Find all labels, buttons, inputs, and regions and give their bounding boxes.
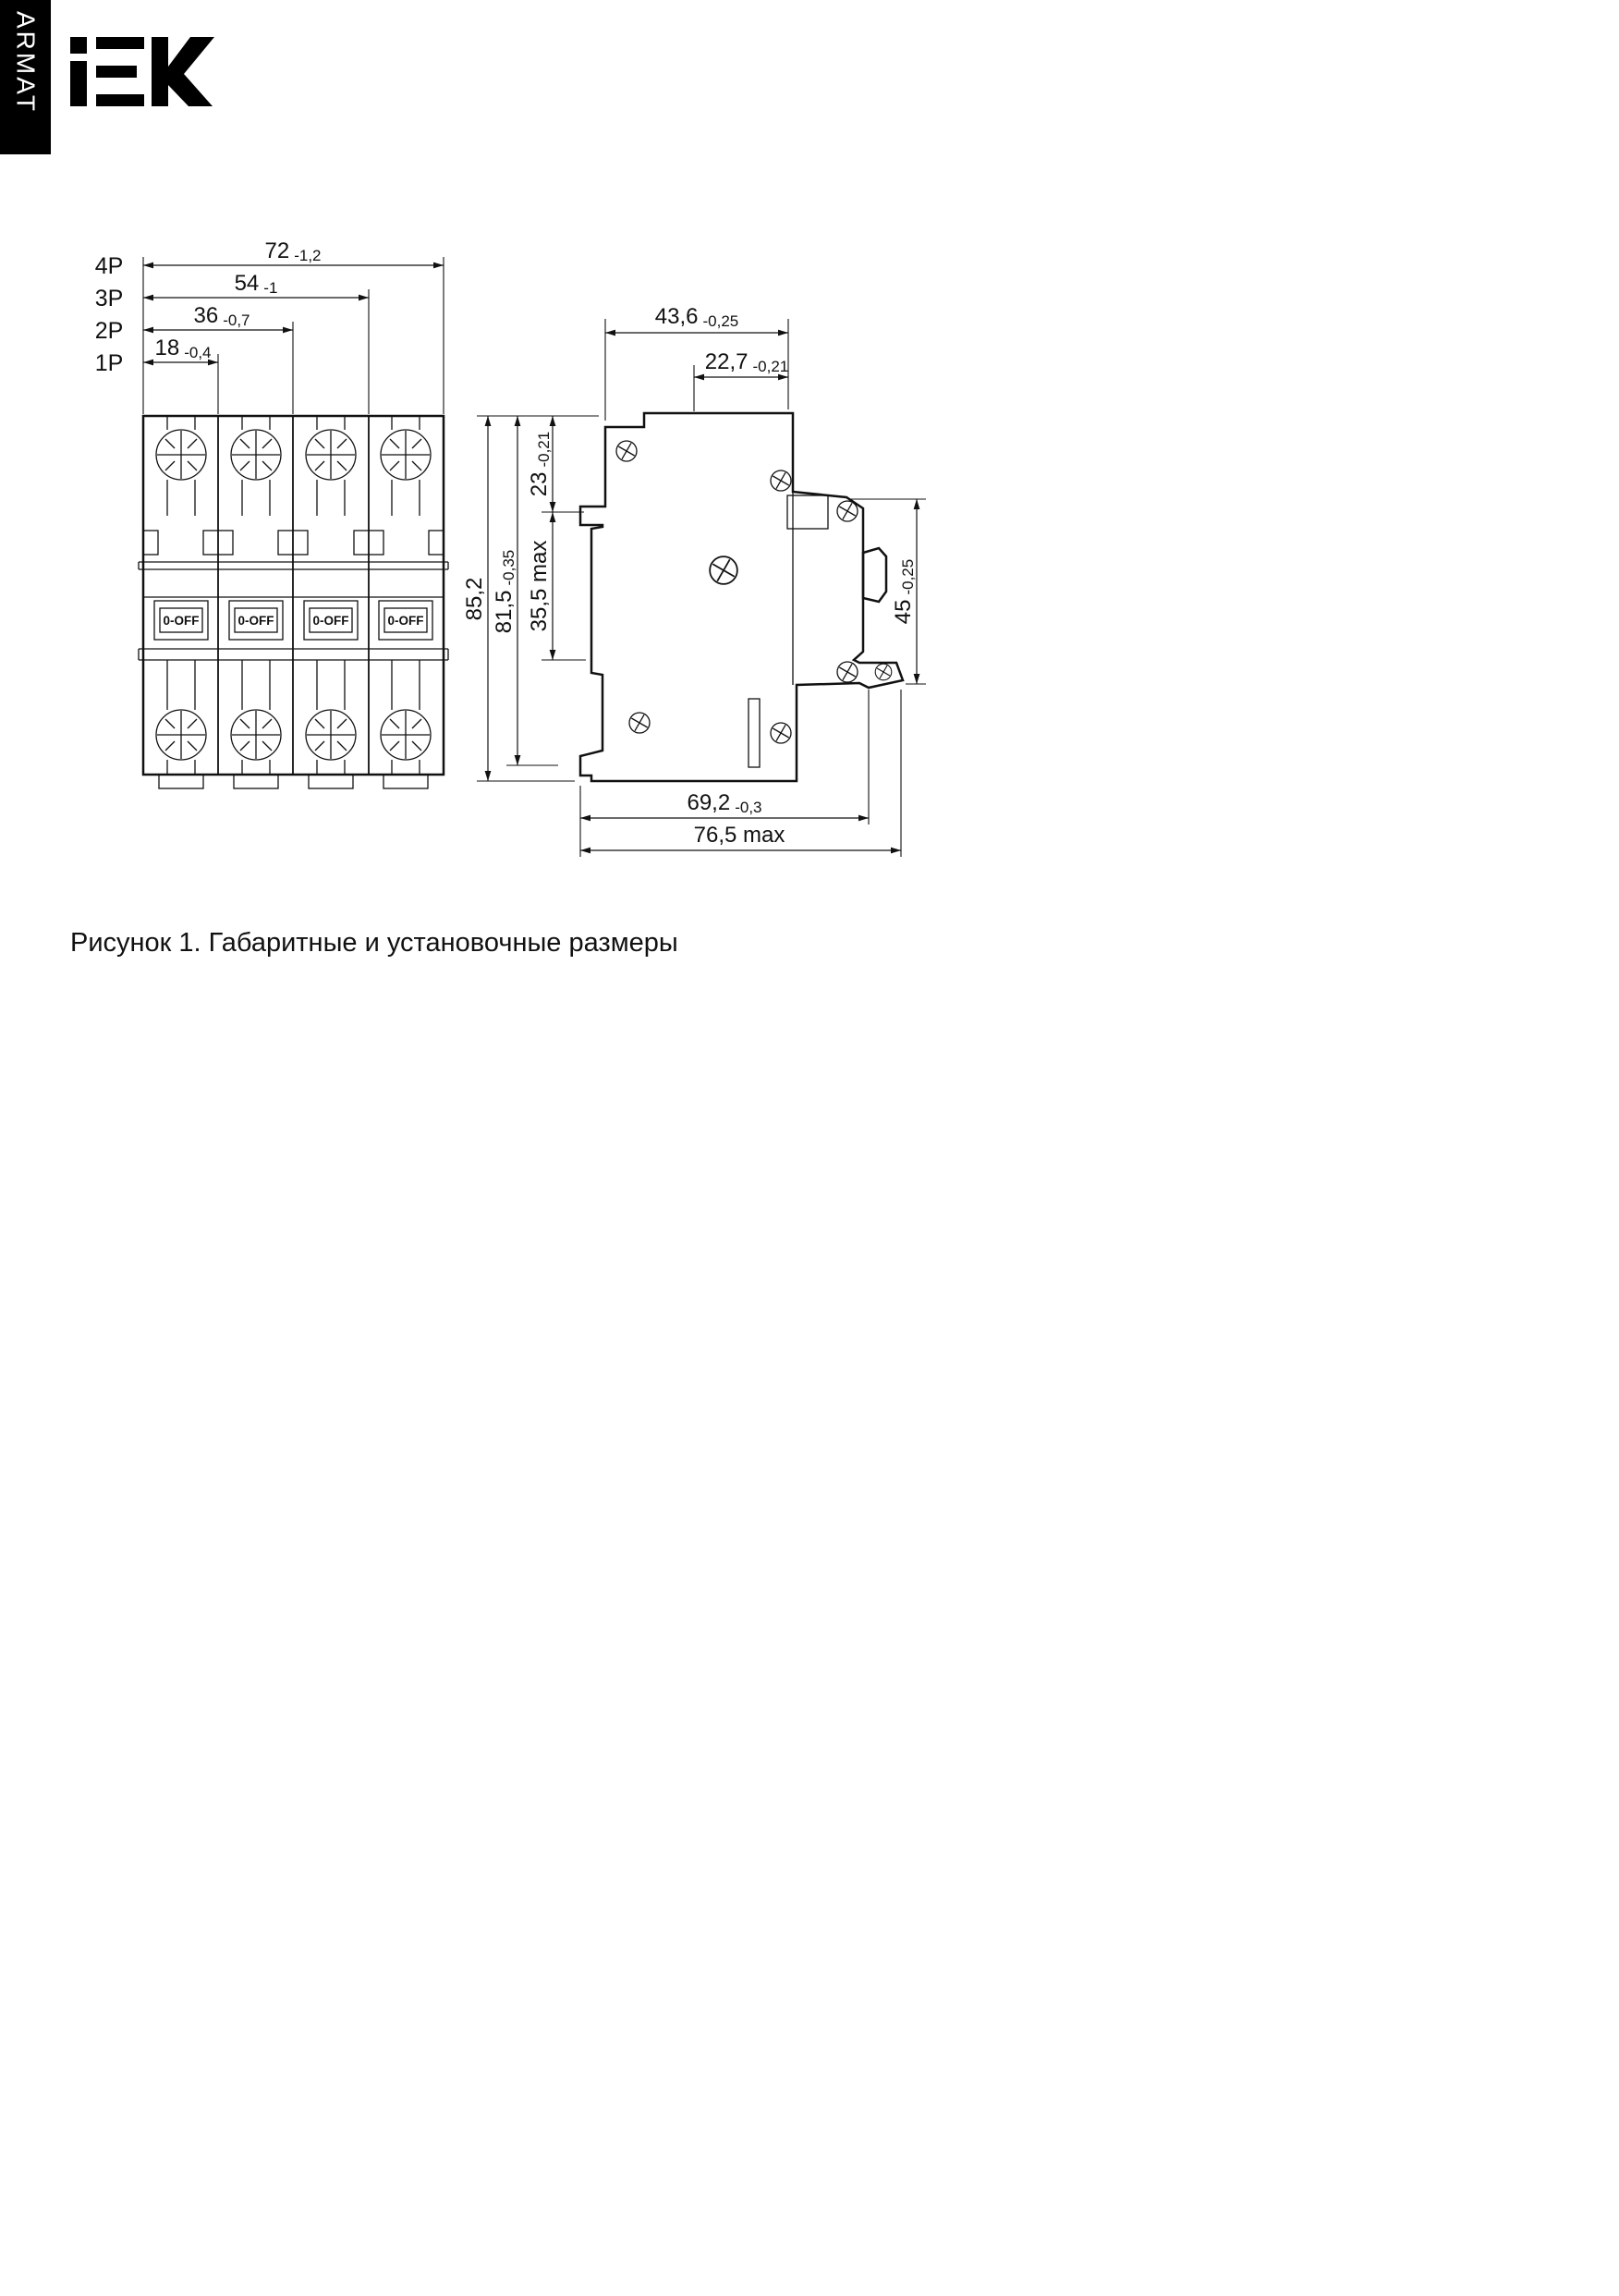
dim-width-2p: 36-0,7 (194, 303, 250, 329)
pole-label-1p: 1P (95, 350, 124, 376)
dim-height-front-max: 35,5 max (527, 541, 552, 632)
front-face-bands (138, 561, 449, 661)
iek-logo (70, 37, 214, 106)
toggle-label: 0-OFF (164, 614, 200, 628)
toggle-label: 0-OFF (313, 614, 349, 628)
front-dimensions: 4P 3P 2P 1P 72-1,2 54-1 36-0,7 18-0,4 (95, 238, 444, 414)
dim-height-top-section: 23-0,21 (527, 432, 553, 496)
side-dimensions: 43,6-0,25 22,7-0,21 85,2 81,5-0,35 23-0,… (462, 304, 926, 857)
front-view: 0-OFF 0-OFF 0-OFF 0-OFF (138, 414, 449, 789)
pole-label-4p: 4P (95, 253, 124, 279)
figure-caption: Рисунок 1. Габаритные и установочные раз… (70, 928, 678, 958)
pole-label-3p: 3P (95, 286, 124, 311)
front-terminal-lines-top (166, 416, 420, 516)
dim-depth-bottom: 69,2-0,3 (687, 790, 761, 816)
side-view (578, 411, 905, 783)
dim-width-1p: 18-0,4 (155, 336, 212, 361)
dim-height-body: 81,5-0,35 (492, 550, 517, 633)
brand-sidebar-label: ARMAT (11, 11, 41, 114)
brand-sidebar: ARMAT (0, 0, 51, 154)
toggle-label: 0-OFF (238, 614, 274, 628)
dim-height-overall: 85,2 (462, 578, 487, 621)
toggle-label: 0-OFF (388, 614, 424, 628)
dim-depth-top: 43,6-0,25 (655, 304, 738, 330)
dim-width-4p: 72-1,2 (265, 238, 322, 264)
dim-depth-overall-max: 76,5 max (694, 823, 785, 848)
front-terminal-lines-bottom (166, 660, 420, 775)
dim-front-panel-height: 45-0,25 (891, 559, 917, 624)
front-din-feet (158, 774, 429, 789)
dim-depth-upper: 22,7-0,21 (705, 349, 788, 375)
front-clamp-blocks (142, 530, 444, 556)
front-toggles: 0-OFF 0-OFF 0-OFF 0-OFF (153, 600, 433, 641)
pole-label-2p: 2P (95, 318, 124, 344)
dim-width-3p: 54-1 (235, 271, 278, 297)
toggle-lever (861, 546, 888, 604)
